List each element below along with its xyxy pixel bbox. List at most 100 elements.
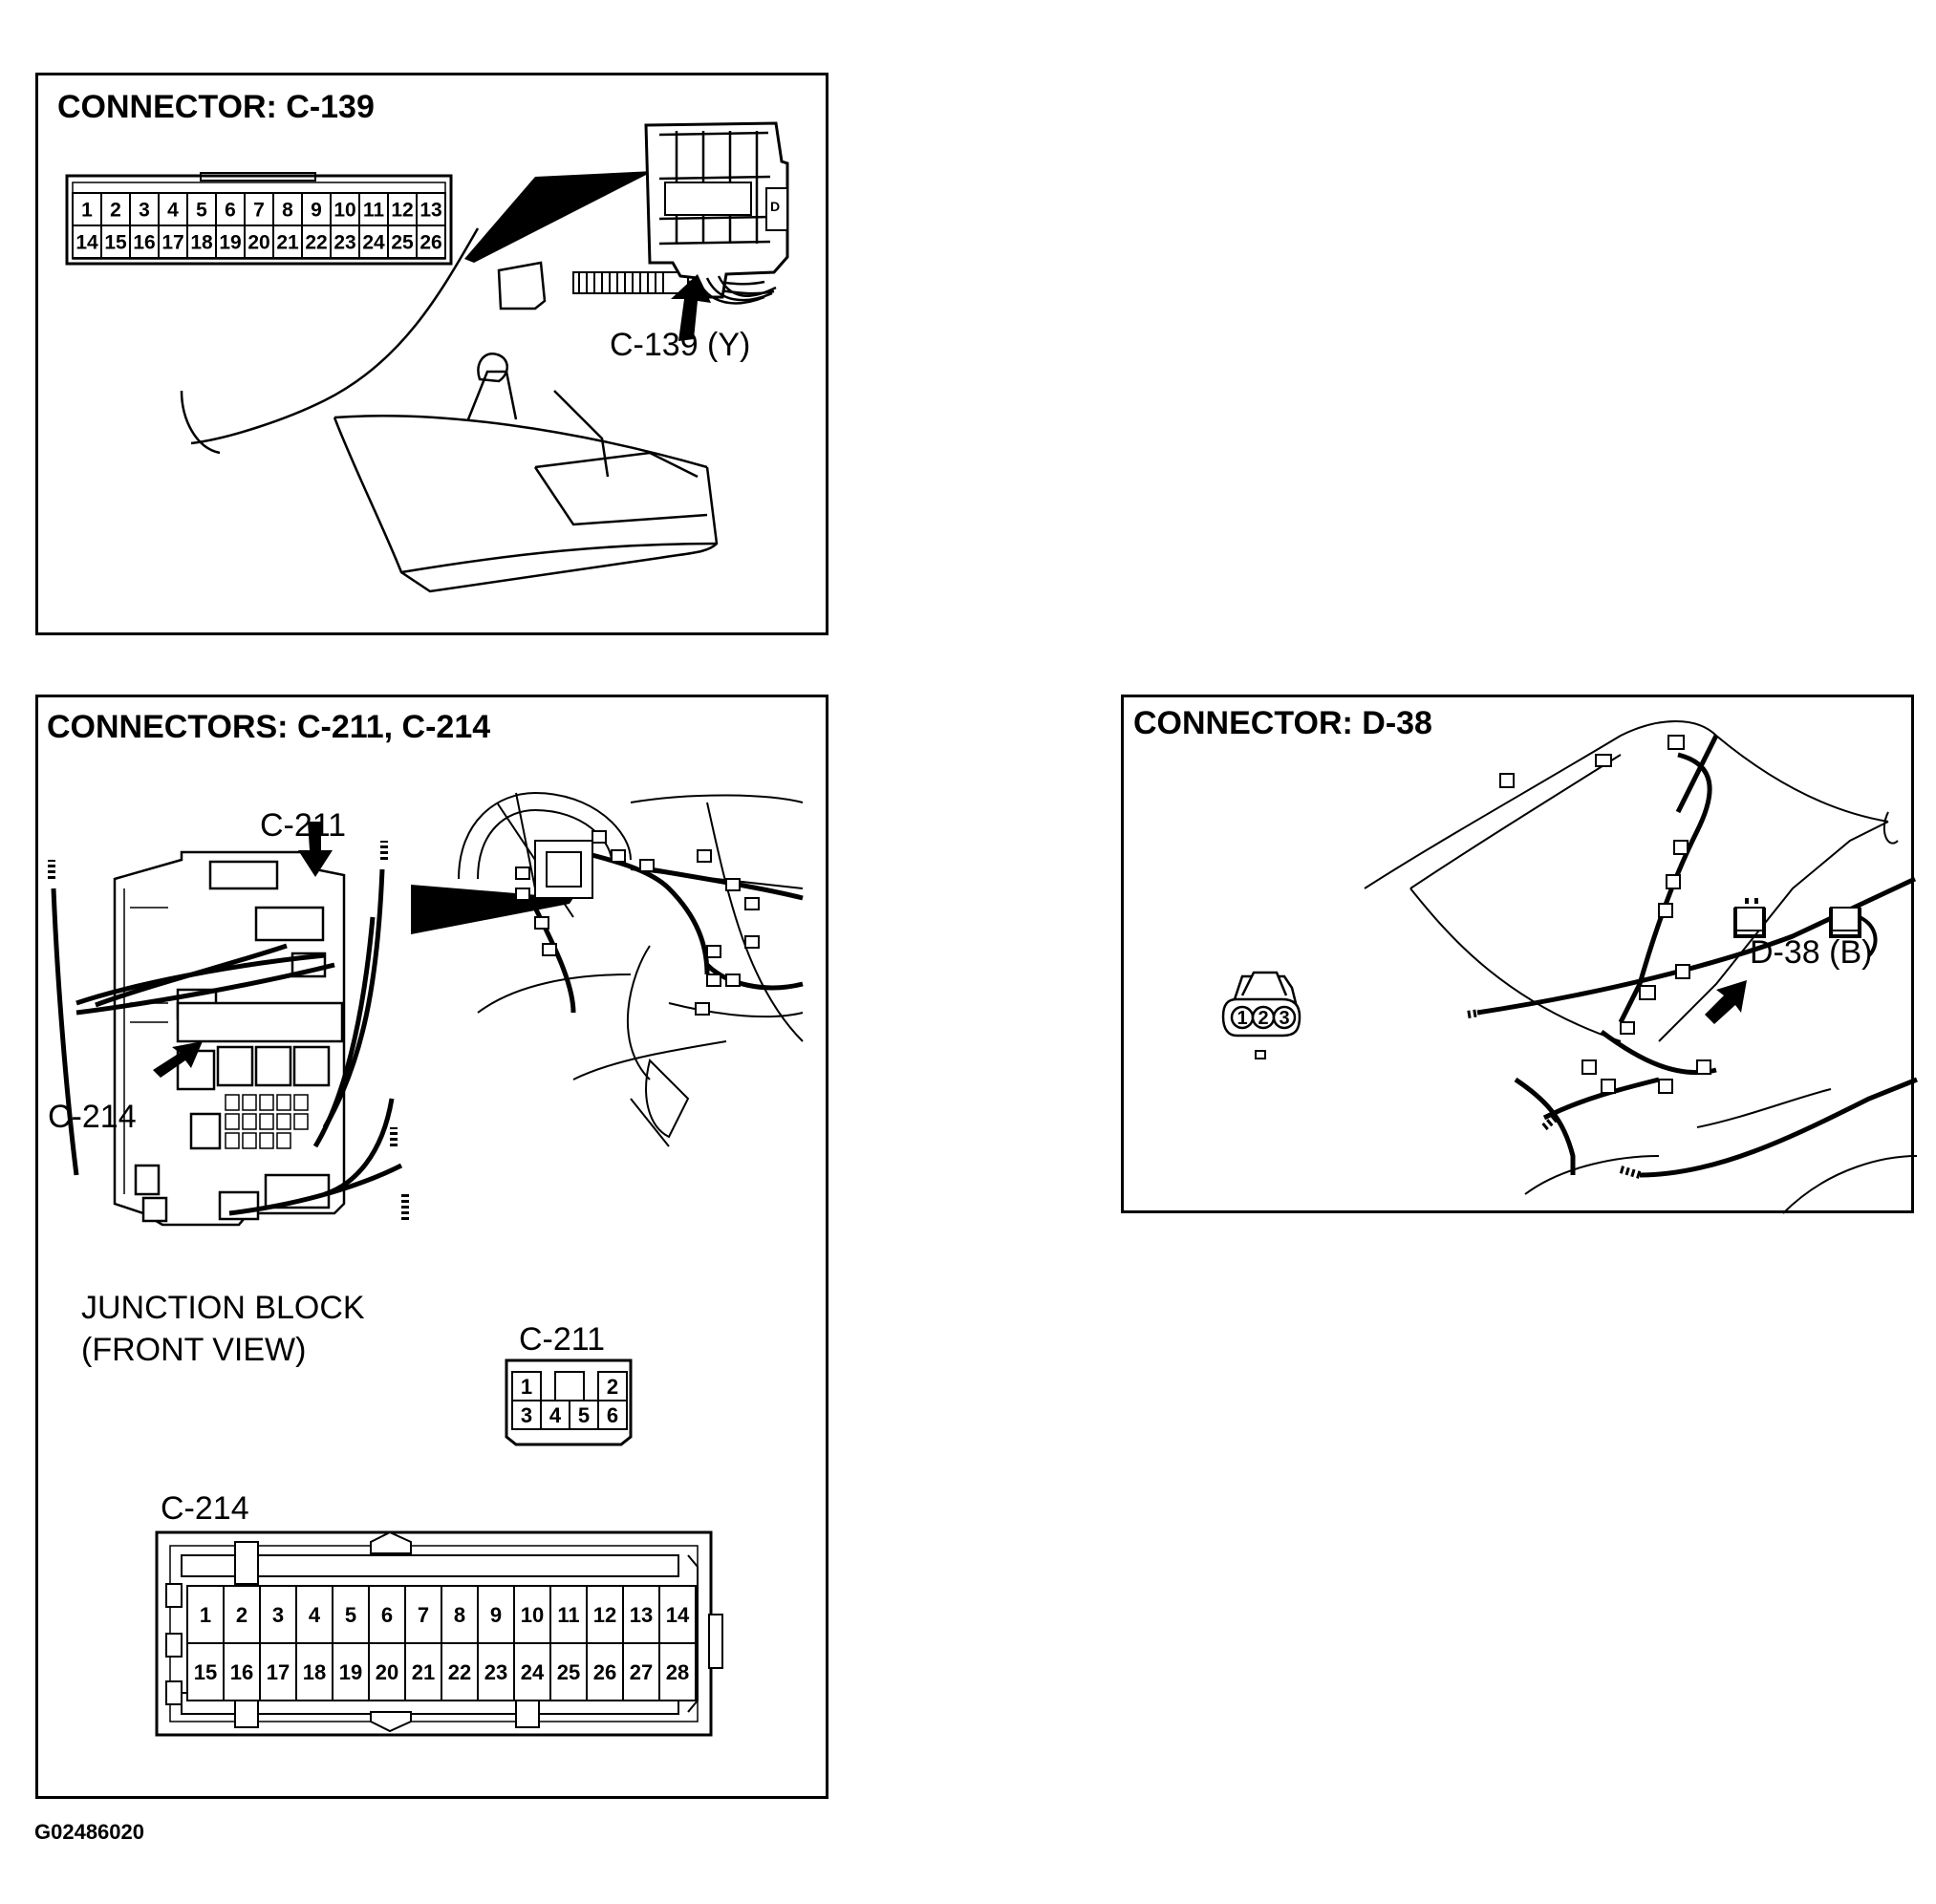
pin-number: 15 <box>194 1660 217 1684</box>
pin-number: 21 <box>276 232 299 254</box>
pin-cell <box>511 1371 542 1401</box>
arrow-icon <box>1705 980 1747 1024</box>
pin-number: 18 <box>190 232 213 254</box>
panel-title: CONNECTOR: D-38 <box>1133 705 1432 741</box>
pin-number: 18 <box>303 1660 326 1684</box>
pin-number: 7 <box>418 1603 429 1627</box>
pin-number: 3 <box>272 1603 284 1627</box>
pin-number: 15 <box>104 232 127 254</box>
pin-number: 9 <box>311 200 322 222</box>
c214-face-label: C-214 <box>161 1490 249 1527</box>
harness-wire <box>572 271 775 295</box>
pin-cell <box>259 1642 297 1701</box>
pin-cell <box>158 192 188 226</box>
pin-cell <box>158 225 188 259</box>
pin-number: 16 <box>133 232 155 254</box>
c211-face-label: C-211 <box>519 1321 606 1358</box>
pin-number: 12 <box>593 1603 616 1627</box>
c139-callout: C-139 (Y) <box>610 327 751 363</box>
pin-number: 19 <box>339 1660 362 1684</box>
pin-number: 6 <box>607 1403 618 1427</box>
pin-number: 1 <box>1237 1008 1247 1029</box>
pin-number: 7 <box>253 200 265 222</box>
pin-cell <box>416 192 446 226</box>
pin-number: 14 <box>75 232 98 254</box>
pin-cell <box>511 1400 542 1430</box>
pin-number: 8 <box>454 1603 465 1627</box>
pin-cell <box>223 1642 261 1701</box>
pin-number: 22 <box>305 232 327 254</box>
pin-number: 3 <box>521 1403 532 1427</box>
pin-number: 25 <box>557 1660 580 1684</box>
pin-cell <box>330 225 360 259</box>
pin-number: 2 <box>1258 1008 1268 1029</box>
pin-number: 1 <box>81 200 93 222</box>
pin-number: 17 <box>161 232 183 254</box>
pin-cell <box>244 225 274 259</box>
pin-cell <box>597 1400 628 1430</box>
pin-number: 2 <box>236 1603 247 1627</box>
pin-number: 11 <box>557 1603 579 1627</box>
pin-cell <box>586 1585 624 1644</box>
junction-block-view-label: (FRONT VIEW) <box>81 1332 307 1368</box>
pin-cell <box>416 225 446 259</box>
pin-number: 2 <box>607 1375 618 1399</box>
c211-callout: C-211 <box>260 807 347 844</box>
pin-cell <box>295 1642 333 1701</box>
pin-number: 28 <box>666 1660 689 1684</box>
pin-number: 13 <box>419 200 441 222</box>
pin-cell <box>513 1642 551 1701</box>
pin-number: 23 <box>484 1660 507 1684</box>
pin-number: 9 <box>490 1603 502 1627</box>
arrow-icon <box>298 822 333 877</box>
pin-number: 16 <box>230 1660 253 1684</box>
pin-number: 4 <box>309 1603 321 1627</box>
svg-text:D: D <box>770 199 780 214</box>
pin-number: 12 <box>391 200 413 222</box>
pin-number: 10 <box>333 200 355 222</box>
pin-cell <box>272 225 303 259</box>
pin-number: 2 <box>110 200 121 222</box>
pin-number: 24 <box>362 232 385 254</box>
c139-connector-body: D <box>644 121 789 305</box>
pin-cell <box>301 225 332 259</box>
pin-cell <box>404 1585 442 1644</box>
panel-title: CONNECTORS: C-211, C-214 <box>47 709 491 745</box>
panel-d38: CONNECTOR: D-38 <box>1121 695 1918 1214</box>
pin-number: 5 <box>196 200 207 222</box>
pin-cell <box>332 1585 370 1644</box>
pin-number: 17 <box>267 1660 290 1684</box>
pin-cell <box>622 1585 660 1644</box>
c214-callout: C-214 <box>48 1099 137 1135</box>
pin-cell <box>186 1585 225 1644</box>
pin-cell <box>1272 1005 1297 1030</box>
pin-number: 8 <box>282 200 293 222</box>
arrow-icon <box>153 1041 203 1078</box>
pin-cell <box>387 192 418 226</box>
pin-number: 13 <box>630 1603 653 1627</box>
pin-cell <box>404 1642 442 1701</box>
pin-number: 3 <box>139 200 150 222</box>
harness-wire <box>51 868 403 1216</box>
pin-number: 1 <box>521 1375 532 1399</box>
pin-cell <box>513 1585 551 1644</box>
pin-cell <box>100 225 131 259</box>
pin-number: 20 <box>247 232 269 254</box>
pin-cell <box>586 1642 624 1701</box>
dashboard <box>458 791 804 1080</box>
pin-number: 25 <box>391 232 414 254</box>
pin-cell <box>272 192 303 226</box>
pin-cell <box>477 1642 515 1701</box>
pin-cell <box>554 1371 585 1401</box>
figure-code: G02486020 <box>34 1820 144 1844</box>
pin-number: 26 <box>593 1660 616 1684</box>
pin-number: 4 <box>549 1403 562 1427</box>
pin-number: 1 <box>200 1603 211 1627</box>
junction-block-label: JUNCTION BLOCK <box>81 1290 365 1326</box>
pin-number: 10 <box>521 1603 544 1627</box>
